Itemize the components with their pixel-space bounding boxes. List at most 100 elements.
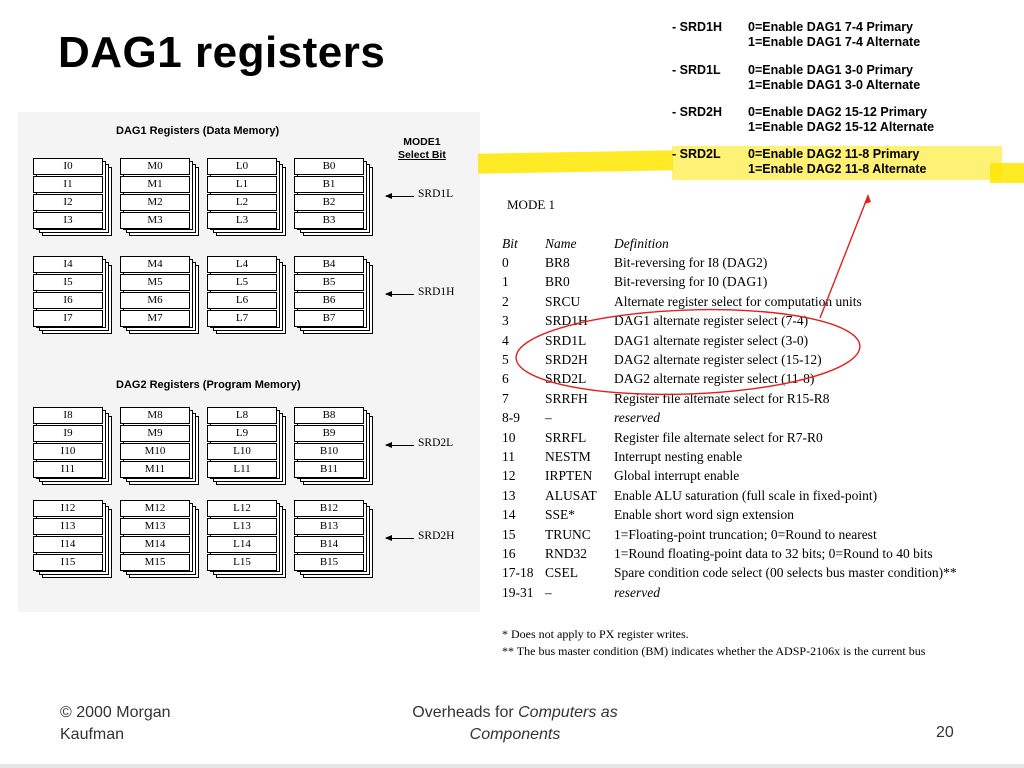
annotation-ellipse xyxy=(515,308,861,396)
select-bit-label: SRD1L xyxy=(418,188,454,200)
bit-number: 19-31 xyxy=(502,584,534,600)
register-cell: I8 xyxy=(33,407,103,424)
bit-name: SRD2H xyxy=(545,352,588,367)
register-cell: M4 xyxy=(120,256,190,273)
register-cell: M14 xyxy=(120,536,190,553)
register-cell: M8 xyxy=(120,407,190,424)
register-cell: B4 xyxy=(294,256,364,273)
bit-definition: reserved xyxy=(614,410,660,426)
register-cell: B8 xyxy=(294,407,364,424)
register-cell: L5 xyxy=(207,274,277,291)
bit-definition: Global interrupt enable xyxy=(614,468,740,484)
bit-number: 12 xyxy=(502,468,516,484)
bit-number: 6 xyxy=(502,371,509,387)
bit-definition: Register file alternate select for R7-R0 xyxy=(614,429,823,445)
legend-line: 1=Enable DAG2 15-12 Alternate xyxy=(748,120,935,134)
bit-number: 2 xyxy=(502,293,509,309)
register-cell: L7 xyxy=(207,310,277,327)
bit-definition: Alternate register select for computatio… xyxy=(614,293,862,309)
mode1-header-line1: MODE1 xyxy=(403,136,441,148)
register-cell: M6 xyxy=(120,292,190,309)
bit-name: SRRFH xyxy=(545,390,588,406)
annotation-arrow-head xyxy=(864,194,871,204)
legend-line: 0=Enable DAG1 3-0 Primary xyxy=(748,63,914,77)
footer-course: Overheads for Computers as Components xyxy=(380,702,650,746)
register-cell: M0 xyxy=(120,158,190,175)
register-cell: I6 xyxy=(33,292,103,309)
legend-line: 0=Enable DAG1 7-4 Primary xyxy=(748,20,914,34)
legend-name: - SRD2H xyxy=(672,105,723,119)
footer-prefix: Overheads for xyxy=(412,704,519,721)
register-cell: L6 xyxy=(207,292,277,309)
bit-name: SRD1L xyxy=(545,332,587,348)
legend-name: - SRD1H xyxy=(672,20,723,34)
bit-number: 1 xyxy=(502,274,509,290)
register-cell: I13 xyxy=(33,518,103,535)
bit-name: SRD1H xyxy=(545,313,588,329)
footer-copyright: © 2000 Morgan Kaufman xyxy=(60,702,171,746)
register-cell: L0 xyxy=(207,158,277,175)
register-cell: I7 xyxy=(33,310,103,327)
bit-name: – xyxy=(545,410,552,426)
register-cell: I12 xyxy=(33,500,103,517)
select-arrow-icon xyxy=(385,535,414,541)
table-header-cell: Definition xyxy=(614,236,669,251)
footer-book-title-1: Computers as xyxy=(518,704,618,721)
bit-definition: DAG2 alternate register select (15-12) xyxy=(614,352,822,367)
bit-definition: Enable short word sign extension xyxy=(614,507,794,523)
bit-number: 14 xyxy=(502,507,516,523)
register-cell: I4 xyxy=(33,256,103,273)
register-cell: I0 xyxy=(33,158,103,175)
select-bit-label: SRD1H xyxy=(418,286,455,298)
register-cell: M12 xyxy=(120,500,190,517)
table-header-cell: Bit xyxy=(502,236,518,251)
register-cell: B15 xyxy=(294,554,364,571)
bottom-rule xyxy=(0,764,1024,768)
slide-title: DAG1 registers xyxy=(58,28,386,77)
register-cell: I9 xyxy=(33,425,103,442)
select-bit-label: SRD2L xyxy=(418,437,454,449)
select-arrow-icon xyxy=(385,442,414,448)
bit-number: 11 xyxy=(502,449,515,464)
bit-definition: reserved xyxy=(614,584,660,600)
bit-definition: DAG1 alternate register select (7-4) xyxy=(614,313,809,329)
bit-number: 7 xyxy=(502,390,509,406)
register-cell: B10 xyxy=(294,443,364,460)
bit-definition: Spare condition code select (00 selects … xyxy=(614,565,957,581)
bit-number: 0 xyxy=(502,255,509,270)
register-cell: I10 xyxy=(33,443,103,460)
register-cell: M15 xyxy=(120,554,190,571)
bit-number: 3 xyxy=(502,313,509,329)
register-cell: L3 xyxy=(207,212,277,229)
legend-line: 1=Enable DAG1 3-0 Alternate xyxy=(748,78,921,92)
register-cell: L4 xyxy=(207,256,277,273)
legend-name: - SRD1L xyxy=(672,63,721,77)
register-cell: L11 xyxy=(207,461,277,478)
register-cell: M9 xyxy=(120,425,190,442)
register-cell: B5 xyxy=(294,274,364,291)
register-cell: B2 xyxy=(294,194,364,211)
copyright-line-1: © 2000 Morgan xyxy=(60,704,171,721)
bit-name: SSE* xyxy=(545,507,576,523)
register-cell: M11 xyxy=(120,461,190,478)
bit-number: 8-9 xyxy=(502,410,520,426)
bit-definition: 1=Round floating-point data to 32 bits; … xyxy=(614,546,933,561)
bit-definition: Enable ALU saturation (full scale in fix… xyxy=(614,487,878,503)
bit-name: CSEL xyxy=(545,565,579,581)
annotation-arrow-line xyxy=(819,195,869,319)
register-cell: I1 xyxy=(33,176,103,193)
register-cell: L10 xyxy=(207,443,277,460)
bit-definition: Interrupt nesting enable xyxy=(614,449,743,464)
register-cell: L13 xyxy=(207,518,277,535)
register-cell: I11 xyxy=(33,461,103,478)
register-cell: L1 xyxy=(207,176,277,193)
register-cell: B11 xyxy=(294,461,364,478)
page-number: 20 xyxy=(936,724,954,741)
register-cell: I2 xyxy=(33,194,103,211)
bit-name: ALUSAT xyxy=(545,487,597,503)
bit-name: BR8 xyxy=(545,255,570,270)
register-cell: B14 xyxy=(294,536,364,553)
bit-name: RND32 xyxy=(545,546,588,561)
register-cell: L8 xyxy=(207,407,277,424)
